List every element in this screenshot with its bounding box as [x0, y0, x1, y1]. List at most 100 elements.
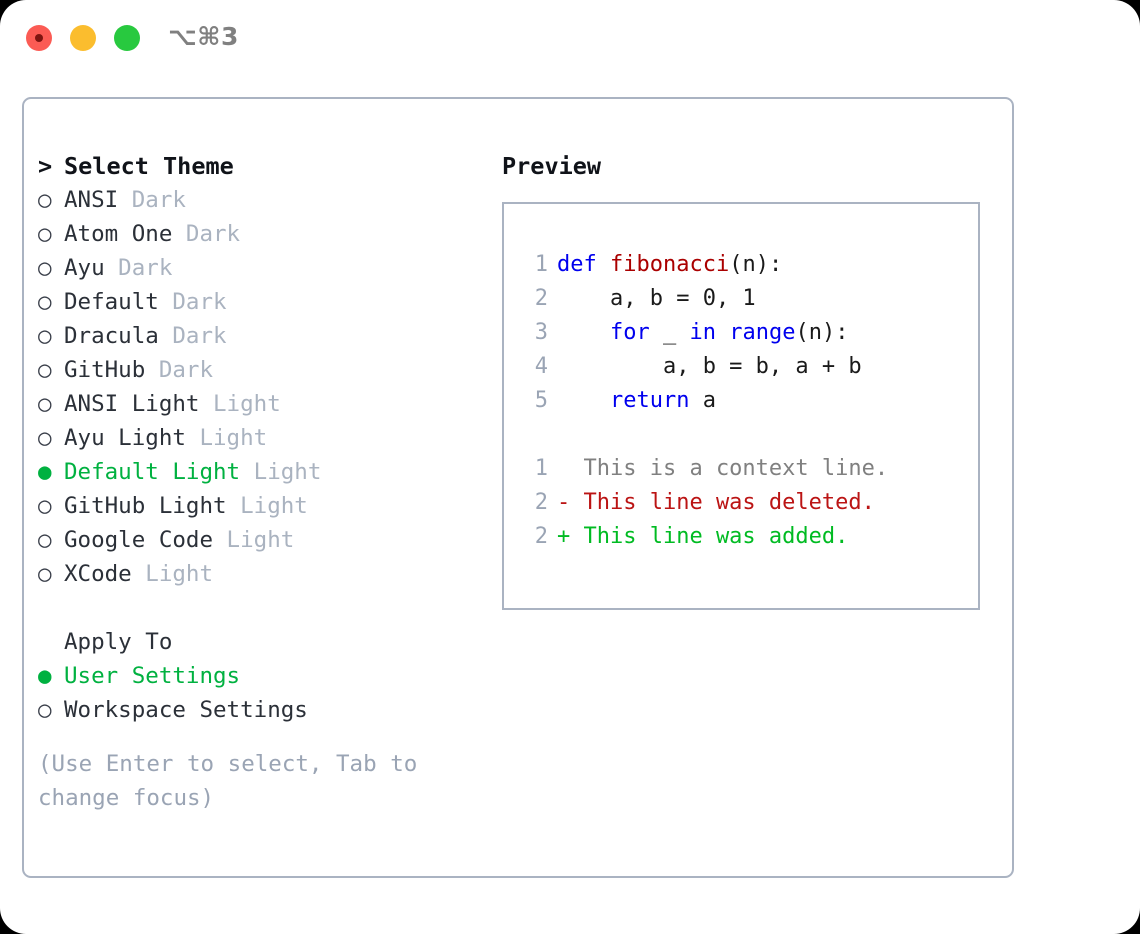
- theme-option-kind-badge: Light: [185, 425, 268, 451]
- radio-unselected-icon: ○: [38, 187, 52, 213]
- radio-unselected-icon: ○: [38, 289, 52, 315]
- theme-option-kind-badge: Light: [131, 561, 214, 587]
- apply-to-option-user-settings[interactable]: ● User Settings: [38, 659, 488, 693]
- prompt-caret-icon: >: [38, 152, 53, 180]
- radio-unselected-icon: ○: [38, 323, 52, 349]
- preview-title: Preview: [502, 152, 602, 180]
- code-token: a, b = 0, 1: [557, 286, 756, 311]
- radio-unselected-icon: ○: [38, 493, 52, 519]
- code-token: for: [609, 320, 650, 345]
- diff-line: 1 This is a context line.: [518, 452, 978, 486]
- code-line-number: 4: [534, 354, 548, 379]
- theme-option-kind-badge: Dark: [158, 289, 227, 315]
- code-diff-gap: [518, 418, 978, 452]
- code-token: a, b = b, a + b: [557, 354, 862, 379]
- theme-option-ansi-light[interactable]: ○ ANSI Light Light: [38, 387, 488, 421]
- theme-option-kind-badge: Light: [213, 527, 295, 553]
- maximize-window-button[interactable]: [114, 25, 140, 51]
- theme-option-ayu[interactable]: ○Ayu Dark: [38, 251, 488, 285]
- traffic-light-controls: [26, 25, 140, 51]
- code-token: _: [649, 320, 690, 345]
- apply-to-option-list: ● User Settings ○Workspace Settings: [38, 659, 488, 727]
- diff-line-text: This is a context line.: [557, 456, 889, 481]
- apply-to-marker-placeholder: ○: [38, 625, 64, 659]
- code-line: 4 a, b = b, a + b: [518, 350, 978, 384]
- minimize-window-button[interactable]: [70, 25, 96, 51]
- radio-unselected-icon: ○: [38, 255, 52, 281]
- code-line: 3 for _ in range(n):: [518, 316, 978, 350]
- code-token: [557, 320, 610, 345]
- code-line-number: 5: [534, 388, 548, 413]
- close-window-button[interactable]: [26, 25, 52, 51]
- code-line: 5 return a: [518, 384, 978, 418]
- theme-option-github-light[interactable]: ○ GitHub Light Light: [38, 489, 488, 523]
- apply-to-heading: ○Apply To: [38, 625, 488, 659]
- diff-line-number: 2: [534, 524, 548, 549]
- code-token: range: [729, 320, 796, 345]
- diff-line-number: 1: [534, 456, 548, 481]
- theme-option-kind-badge: Light: [199, 391, 281, 417]
- radio-unselected-icon: ○: [38, 561, 52, 587]
- theme-option-label: Default Light: [64, 459, 241, 485]
- list-spacer: [38, 591, 488, 625]
- diff-line-text: - This line was deleted.: [557, 490, 875, 515]
- theme-option-label: Google Code: [64, 527, 214, 553]
- theme-selector-panel: >Select Theme ○ANSI Dark○Atom One Dark○A…: [22, 97, 1014, 878]
- apply-to-option-workspace-settings[interactable]: ○Workspace Settings: [38, 693, 488, 727]
- radio-unselected-icon: ○: [38, 391, 52, 417]
- theme-option-kind-badge: Light: [240, 459, 322, 485]
- radio-unselected-icon: ○: [38, 221, 52, 247]
- theme-option-label: GitHub Light: [64, 493, 227, 519]
- code-token: def: [557, 252, 610, 277]
- keyboard-hint-text: (Use Enter to select, Tab to change focu…: [38, 751, 418, 811]
- radio-unselected-icon: ○: [38, 357, 52, 383]
- code-line-number: 3: [534, 320, 548, 345]
- theme-option-default[interactable]: ○Default Dark: [38, 285, 488, 319]
- code-token: a: [689, 388, 716, 413]
- radio-selected-icon: ●: [38, 663, 52, 689]
- theme-option-kind-badge: Dark: [158, 323, 227, 349]
- theme-option-label: Dracula: [64, 323, 159, 349]
- theme-option-label: Atom One: [64, 221, 173, 247]
- diff-line-text: + This line was added.: [557, 524, 849, 549]
- theme-option-default-light[interactable]: ● Default Light Light: [38, 455, 488, 489]
- theme-option-github[interactable]: ○ GitHub Dark: [38, 353, 488, 387]
- theme-option-ansi[interactable]: ○ANSI Dark: [38, 183, 488, 217]
- theme-option-kind-badge: Light: [226, 493, 308, 519]
- theme-option-google-code[interactable]: ○Google Code Light: [38, 523, 488, 557]
- theme-option-kind-badge: Dark: [145, 357, 214, 383]
- radio-selected-icon: ●: [38, 459, 52, 485]
- code-token: fibonacci: [609, 252, 730, 277]
- diff-line: 2 + This line was added.: [518, 520, 978, 554]
- apply-to-heading-label: Apply To: [64, 629, 173, 655]
- theme-option-list: ○ANSI Dark○Atom One Dark○Ayu Dark○Defaul…: [38, 183, 488, 591]
- code-token: [557, 388, 610, 413]
- theme-option-kind-badge: Dark: [172, 221, 241, 247]
- theme-option-label: XCode: [64, 561, 132, 587]
- theme-option-label: Ayu Light: [64, 425, 186, 451]
- code-line: 2 a, b = 0, 1: [518, 282, 978, 316]
- code-line-number: 1: [534, 252, 548, 277]
- theme-option-label: GitHub: [64, 357, 146, 383]
- theme-option-dracula[interactable]: ○ Dracula Dark: [38, 319, 488, 353]
- select-theme-header-label: Select Theme: [64, 152, 234, 180]
- code-line-number: 2: [534, 286, 548, 311]
- radio-unselected-icon: ○: [38, 425, 52, 451]
- window-titlebar: ⌥⌘3: [0, 0, 1140, 78]
- code-token: (n):: [729, 252, 783, 277]
- theme-option-atom-one[interactable]: ○ Atom One Dark: [38, 217, 488, 251]
- select-theme-header: > Select Theme: [38, 149, 488, 183]
- theme-option-label: ANSI Light: [64, 391, 200, 417]
- theme-option-xcode[interactable]: ○ XCode Light: [38, 557, 488, 591]
- theme-option-label: ANSI: [64, 187, 119, 213]
- apply-to-option-label: User Settings: [64, 663, 241, 689]
- apply-to-option-label: Workspace Settings: [64, 697, 308, 723]
- theme-option-ayu-light[interactable]: ○ Ayu Light Light: [38, 421, 488, 455]
- theme-list-column: >Select Theme ○ANSI Dark○Atom One Dark○A…: [38, 149, 488, 815]
- code-line: 1 def fibonacci(n):: [518, 248, 978, 282]
- theme-option-label: Ayu: [64, 255, 105, 281]
- diff-line-number: 2: [534, 490, 548, 515]
- code-token: return: [609, 388, 690, 413]
